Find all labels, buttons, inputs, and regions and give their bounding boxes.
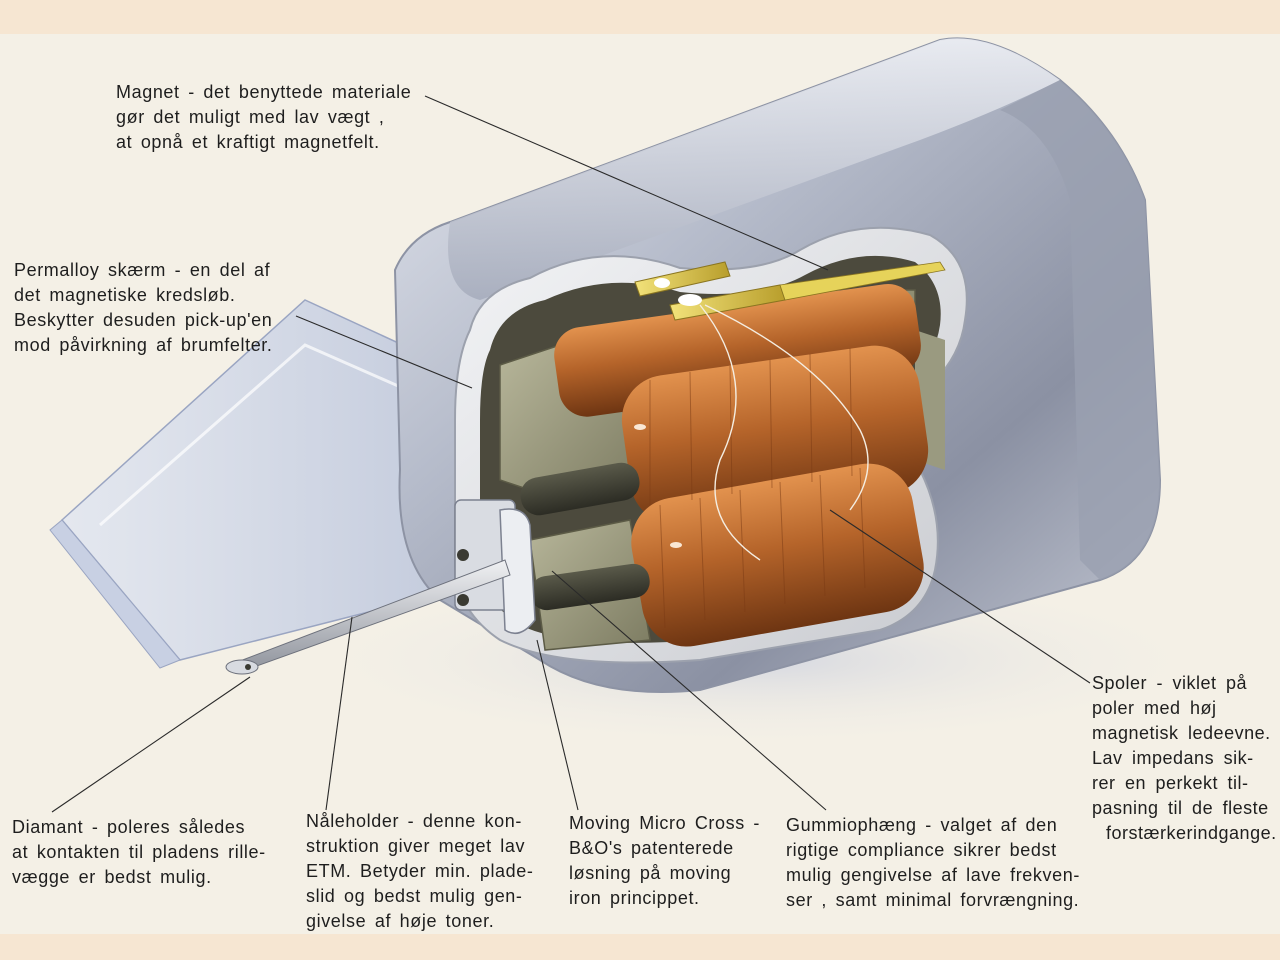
label-gummi-line: Gummiophæng - valget af den — [786, 815, 1058, 835]
label-moving-line: iron princippet. — [569, 888, 700, 908]
label-naaleholder-line: givelse af høje toner. — [306, 911, 495, 931]
label-permalloy-line: Permalloy skærm - en del af — [14, 260, 271, 280]
label-spoler-line: poler med høj — [1092, 698, 1217, 718]
label-spoler-line: magnetisk ledeevne. — [1092, 723, 1271, 743]
leader-lines — [51, 95, 1091, 813]
label-magnet-line: gør det muligt med lav vægt , — [116, 107, 385, 127]
label-moving-line: løsning på moving — [569, 863, 732, 883]
label-diamant-line: vægge er bedst mulig. — [12, 867, 212, 887]
label-spoler-line: Lav impedans sik- — [1092, 748, 1254, 768]
label-spoler: Spoler - viklet på poler med høj magneti… — [1092, 671, 1277, 846]
leader-moving — [536, 639, 579, 811]
leader-gummi — [551, 570, 827, 811]
label-spoler-line: rer en perkekt til- — [1092, 773, 1249, 793]
label-spoler-line: forstærkerindgange. — [1106, 823, 1277, 843]
label-permalloy-line: det magnetiske kredsløb. — [14, 285, 236, 305]
label-naaleholder-line: ETM. Betyder min. plade- — [306, 861, 534, 881]
label-naaleholder-line: Nåleholder - denne kon- — [306, 811, 522, 831]
label-moving-line: B&O's patenterede — [569, 838, 734, 858]
leader-magnet — [424, 95, 829, 271]
label-diamant-line: at kontakten til pladens rille- — [12, 842, 266, 862]
label-diamant-line: Diamant - poleres således — [12, 817, 246, 837]
stylus-guard — [49, 299, 471, 669]
leader-permalloy — [295, 315, 473, 389]
label-magnet-line: at opnå et kraftigt magnetfelt. — [116, 132, 380, 152]
label-naaleholder-line: slid og bedst mulig gen- — [306, 886, 523, 906]
leader-naaleholder — [325, 616, 353, 811]
magnet-plates — [634, 261, 946, 561]
label-gummi-line: ser , samt minimal forvrængning. — [786, 890, 1080, 910]
label-gummi-line: rigtige compliance sikrer bedst — [786, 840, 1057, 860]
label-moving: Moving Micro Cross - B&O's patenterede l… — [569, 811, 760, 911]
leader-diamant — [51, 676, 251, 813]
label-permalloy-line: mod påvirkning af brumfelter. — [14, 335, 273, 355]
label-permalloy-line: Beskytter desuden pick-up'en — [14, 310, 273, 330]
label-spoler-line: Spoler - viklet på — [1092, 673, 1248, 693]
label-naaleholder-line: struktion giver meget lav — [306, 836, 526, 856]
label-moving-line: Moving Micro Cross - — [569, 813, 761, 833]
label-gummi: Gummiophæng - valget af den rigtige comp… — [786, 813, 1080, 913]
label-naaleholder: Nåleholder - denne kon- struktion giver … — [306, 809, 533, 934]
label-magnet-line: Magnet - det benyttede materiale — [116, 82, 412, 102]
label-permalloy: Permalloy skærm - en del af det magnetis… — [14, 258, 273, 358]
needle-holder — [225, 499, 536, 675]
pole-rods — [520, 462, 650, 611]
label-spoler-line: pasning til de fleste — [1092, 798, 1269, 818]
label-gummi-line: mulig gengivelse af lave frekven- — [786, 865, 1080, 885]
leader-spoler — [829, 509, 1091, 684]
label-diamant: Diamant - poleres således at kontakten t… — [12, 815, 266, 890]
label-magnet: Magnet - det benyttede materiale gør det… — [116, 80, 411, 155]
